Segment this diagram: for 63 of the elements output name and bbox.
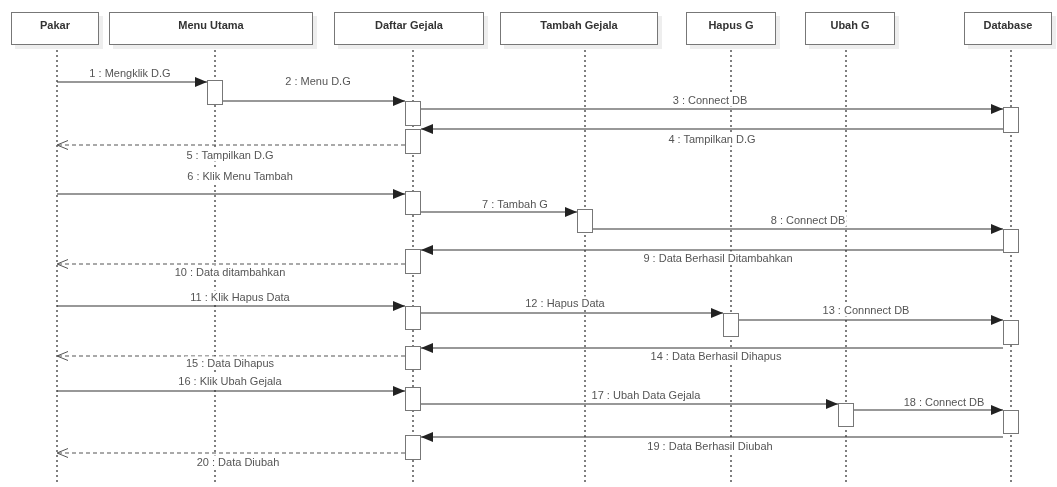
- message-arrow: [420, 104, 1004, 114]
- edge-label: 8 : Connect DB: [769, 213, 847, 227]
- edge-label: 17 : Ubah Data Gejala: [590, 388, 702, 402]
- participant-name: Daftar Gejala: [375, 19, 443, 33]
- activation-bar: [1003, 229, 1019, 253]
- message-arrow: [420, 432, 1004, 442]
- message-arrow: [222, 96, 406, 106]
- edge-label: 14 : Data Berhasil Dihapus: [649, 349, 783, 363]
- message-arrow: [420, 308, 724, 318]
- activation-bar: [405, 306, 421, 330]
- participant-name: Hapus G: [708, 19, 754, 33]
- edge-label: 3 : Connect DB: [671, 93, 749, 107]
- return-message-arrow: [56, 259, 406, 269]
- activation-bar: [405, 249, 421, 274]
- activation-bar: [723, 313, 739, 337]
- message-arrow: [420, 343, 1004, 353]
- edge-label: 2 : Menu D.G: [284, 74, 352, 88]
- activation-bar: [405, 387, 421, 411]
- message-arrow: [420, 207, 578, 217]
- activation-bar: [405, 435, 421, 460]
- edge-label: 5 : Tampilkan D.G: [185, 148, 275, 162]
- message-arrow: [420, 399, 839, 409]
- edge-label: 1 : Mengklik D.G: [88, 66, 172, 80]
- activation-bar: [1003, 320, 1019, 345]
- participant-name: Pakar: [40, 19, 70, 33]
- activation-bar: [1003, 410, 1019, 434]
- activation-bar: [838, 403, 854, 427]
- message-arrow: [56, 386, 406, 396]
- message-arrow: [420, 245, 1004, 255]
- message-arrow: [592, 224, 1004, 234]
- edge-label: 6 : Klik Menu Tambah: [186, 169, 294, 183]
- edge-label: 13 : Connnect DB: [821, 303, 911, 317]
- edge-label: 10 : Data ditambahkan: [173, 265, 287, 279]
- activation-bar: [577, 209, 593, 233]
- participant-name: Tambah Gejala: [540, 19, 618, 33]
- edge-label: 15 : Data Dihapus: [184, 356, 276, 370]
- return-message-arrow: [56, 448, 406, 458]
- participant-name: Menu Utama: [178, 19, 244, 33]
- edge-label: 4 : Tampilkan D.G: [667, 132, 757, 146]
- edge-label: 11 : Klik Hapus Data: [189, 290, 291, 304]
- return-message-arrow: [56, 140, 406, 150]
- activation-bar: [405, 191, 421, 215]
- edge-label: 20 : Data Diubah: [195, 455, 281, 469]
- edge-label: 19 : Data Berhasil Diubah: [646, 439, 774, 453]
- activation-bar: [207, 80, 223, 105]
- message-arrow: [738, 315, 1004, 325]
- edge-label: 12 : Hapus Data: [524, 296, 606, 310]
- activation-bar: [1003, 107, 1019, 133]
- edge-label: 18 : Connect DB: [902, 395, 986, 409]
- message-arrow: [56, 189, 406, 199]
- return-message-arrow: [56, 351, 406, 361]
- message-arrow: [56, 301, 406, 311]
- activation-bar: [405, 346, 421, 370]
- edge-label: 7 : Tambah G: [481, 197, 549, 211]
- message-arrow: [56, 77, 208, 87]
- edge-label: 16 : Klik Ubah Gejala: [177, 374, 283, 388]
- participant-name: Database: [983, 19, 1033, 33]
- activation-bar: [405, 101, 421, 126]
- participant-name: Ubah G: [830, 19, 870, 33]
- activation-bar: [405, 129, 421, 154]
- edge-label: 9 : Data Berhasil Ditambahkan: [642, 251, 794, 265]
- message-arrow: [420, 124, 1004, 134]
- message-arrow: [853, 405, 1004, 415]
